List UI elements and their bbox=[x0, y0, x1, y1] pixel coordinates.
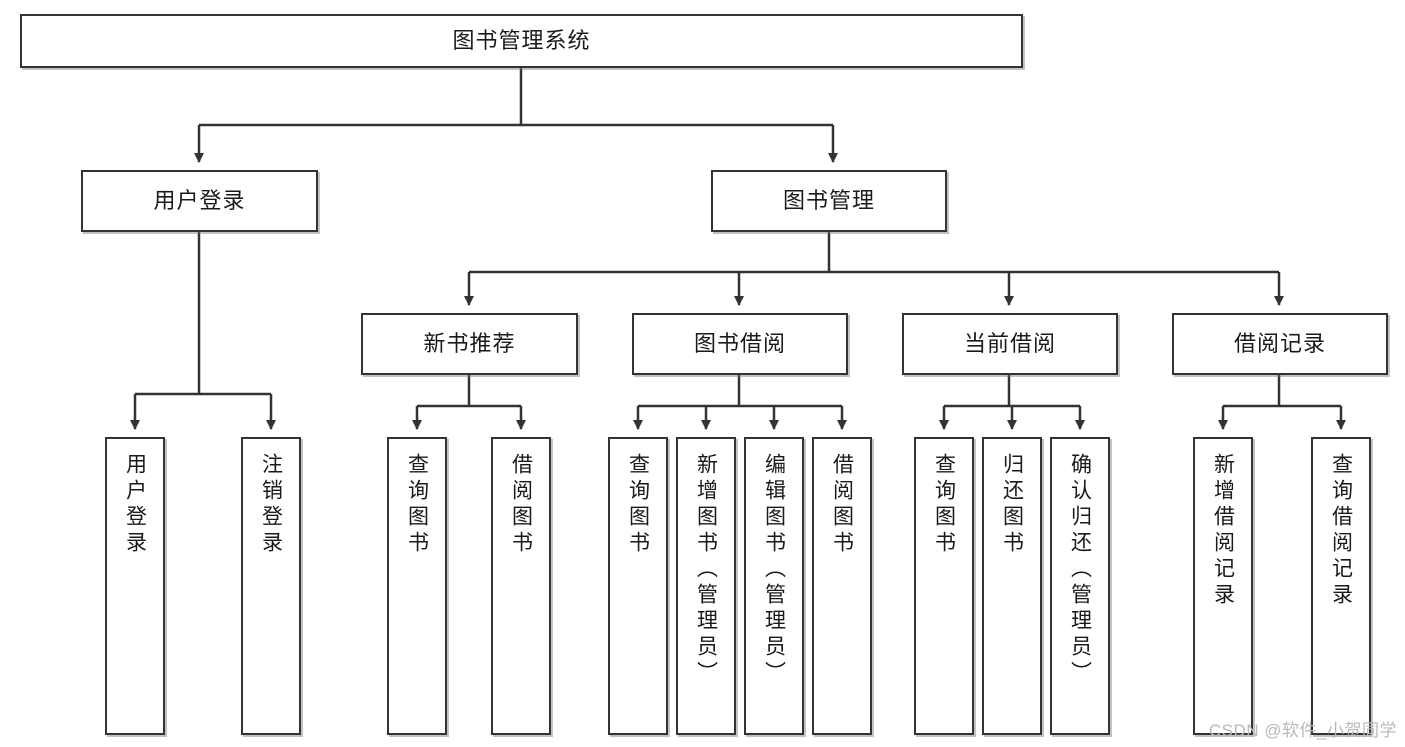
node-book-management[interactable]: 图书管理 bbox=[711, 170, 947, 232]
node-label: 借阅图书 bbox=[830, 453, 854, 557]
node-current-borrow[interactable]: 当前借阅 bbox=[902, 313, 1118, 375]
node-label: 新书推荐 bbox=[423, 331, 516, 356]
node-leaf-query-book-current[interactable]: 查询图书 bbox=[914, 437, 974, 735]
node-label: 当前借阅 bbox=[963, 331, 1056, 356]
node-leaf-query-borrow-record[interactable]: 查询借阅记录 bbox=[1311, 437, 1371, 735]
node-label: 编辑图书（管理员） bbox=[762, 453, 786, 687]
node-leaf-return-book[interactable]: 归还图书 bbox=[982, 437, 1042, 735]
connector-bookmgmt-to-level2 bbox=[464, 232, 1284, 306]
watermark-text: CSDN @软件_小贺同学 bbox=[1208, 721, 1397, 740]
node-label: 归还图书 bbox=[1000, 453, 1024, 557]
node-leaf-borrow-book-recommend[interactable]: 借阅图书 bbox=[491, 437, 551, 735]
node-label: 查询图书 bbox=[405, 453, 429, 557]
node-borrow-record[interactable]: 借阅记录 bbox=[1172, 313, 1388, 375]
node-leaf-borrow-book[interactable]: 借阅图书 bbox=[812, 437, 872, 735]
connector-root-to-level1 bbox=[194, 68, 838, 163]
node-label: 借阅图书 bbox=[509, 453, 533, 557]
node-label: 确认归还（管理员） bbox=[1068, 453, 1092, 687]
node-label: 查询图书 bbox=[932, 453, 956, 557]
node-label: 查询借阅记录 bbox=[1329, 453, 1353, 609]
node-label: 用户登录 bbox=[153, 188, 246, 213]
node-label: 用户登录 bbox=[123, 453, 147, 557]
node-label: 查询图书 bbox=[626, 453, 650, 557]
node-label: 新增借阅记录 bbox=[1211, 453, 1235, 609]
connector-userlogin-to-leaves bbox=[130, 232, 276, 430]
node-leaf-user-login[interactable]: 用户登录 bbox=[105, 437, 165, 735]
node-book-borrow[interactable]: 图书借阅 bbox=[632, 313, 848, 375]
node-leaf-logout[interactable]: 注销登录 bbox=[241, 437, 301, 735]
node-label: 图书管理 bbox=[782, 188, 875, 213]
connector-borrow-to-leaves bbox=[633, 375, 847, 430]
node-leaf-edit-book-admin[interactable]: 编辑图书（管理员） bbox=[744, 437, 804, 735]
node-leaf-query-book-recommend[interactable]: 查询图书 bbox=[387, 437, 447, 735]
node-leaf-add-book-admin[interactable]: 新增图书（管理员） bbox=[676, 437, 736, 735]
node-leaf-query-book[interactable]: 查询图书 bbox=[608, 437, 668, 735]
node-root-library-management-system[interactable]: 图书管理系统 bbox=[20, 14, 1023, 68]
connector-current-to-leaves bbox=[939, 375, 1085, 430]
connector-newbook-to-leaves bbox=[412, 375, 526, 430]
node-new-book-recommend[interactable]: 新书推荐 bbox=[361, 313, 578, 375]
node-leaf-confirm-return-admin[interactable]: 确认归还（管理员） bbox=[1050, 437, 1110, 735]
node-label: 借阅记录 bbox=[1233, 331, 1326, 356]
connector-record-to-leaves bbox=[1218, 375, 1346, 430]
node-user-login[interactable]: 用户登录 bbox=[81, 170, 318, 232]
node-label: 图书管理系统 bbox=[452, 28, 591, 53]
node-label: 图书借阅 bbox=[693, 331, 786, 356]
node-label: 新增图书（管理员） bbox=[694, 453, 718, 687]
node-label: 注销登录 bbox=[259, 453, 283, 557]
node-leaf-add-borrow-record[interactable]: 新增借阅记录 bbox=[1193, 437, 1253, 735]
